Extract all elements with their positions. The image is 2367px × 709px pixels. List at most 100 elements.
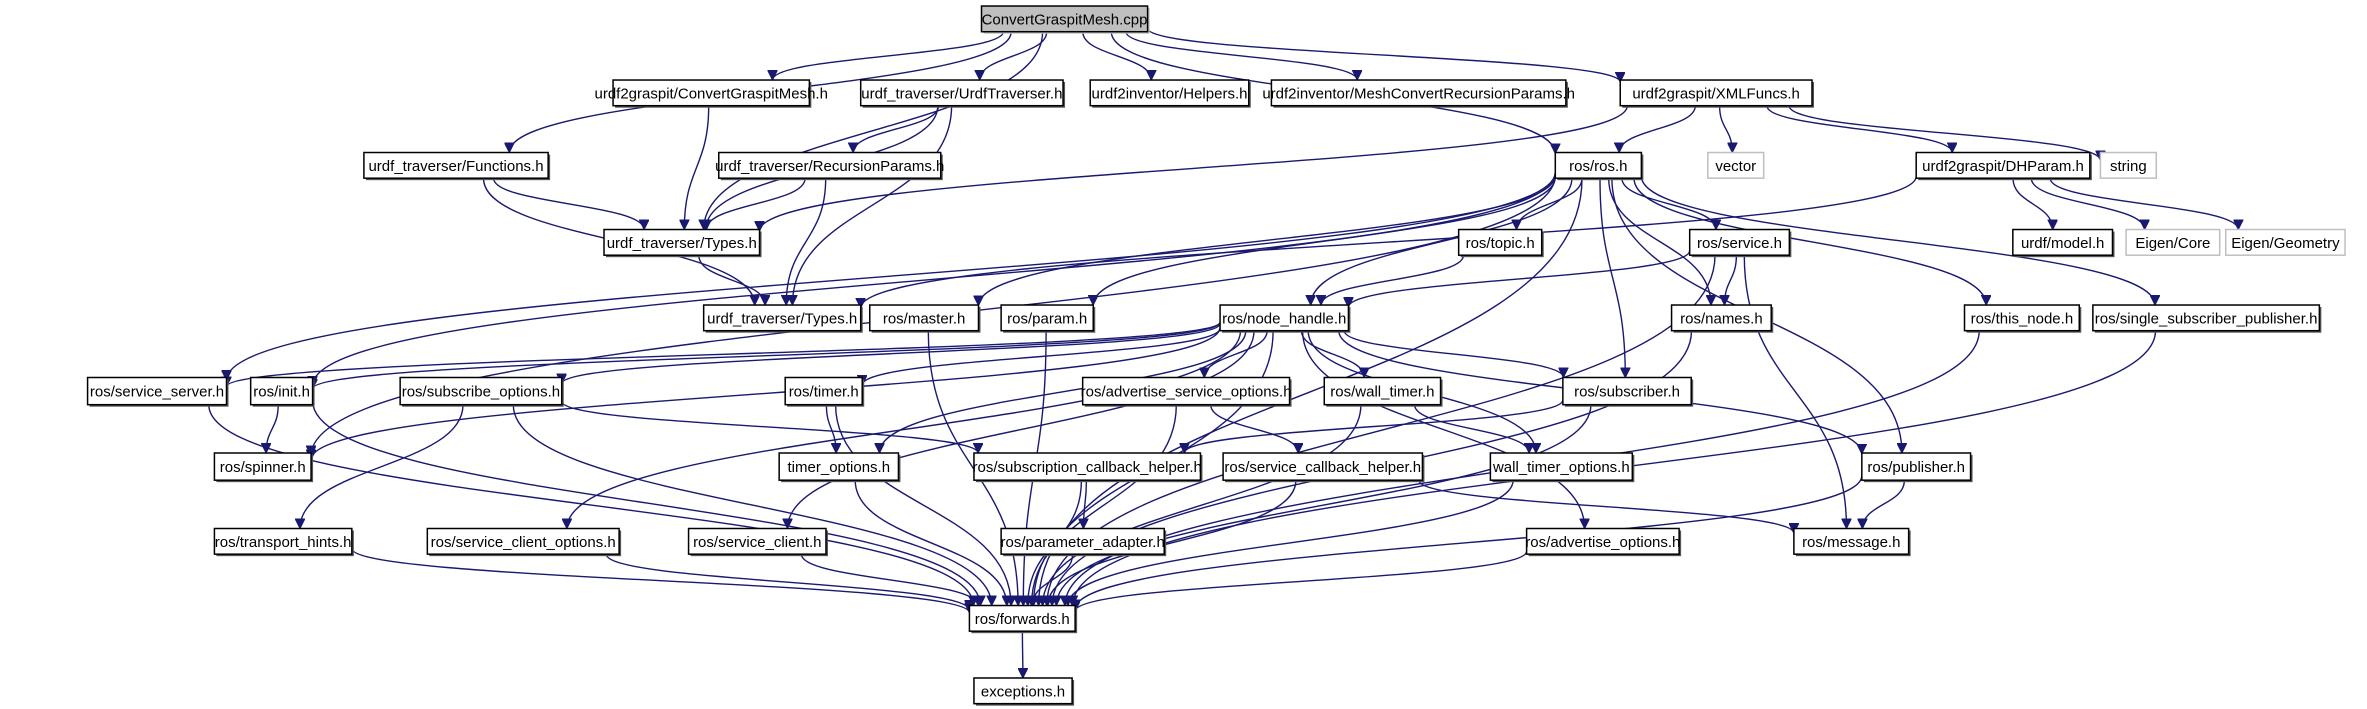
node-init[interactable]: ros/init.h (249, 376, 315, 407)
node-box (1089, 79, 1250, 107)
edge-walltimer-to-forwards (1043, 404, 1362, 606)
node-string[interactable]: string (2099, 151, 2158, 179)
edge-xmlfuncs-to-dhparam (1766, 105, 1952, 153)
node-box (1081, 376, 1291, 406)
node-box (702, 304, 862, 332)
node-label: vector (1715, 158, 1756, 175)
node-recparams[interactable]: urdf_traverser/RecursionParams.h (715, 151, 944, 181)
node-box (1222, 452, 1424, 481)
node-advsrvopts[interactable]: ros/advertise_service_options.h (1081, 376, 1292, 407)
node-service[interactable]: ros/service.h (1688, 228, 1792, 258)
node-label: ros/service_client_options.h (431, 534, 616, 551)
node-label: ros/wall_timer.h (1330, 384, 1434, 401)
edge-nodehandle-to-srvclientopts (567, 330, 1242, 529)
node-srvcbhelper[interactable]: ros/service_callback_helper.h (1222, 452, 1425, 483)
node-cpp[interactable]: ConvertGraspitMesh.cpp (980, 5, 1150, 34)
node-box (1619, 79, 1813, 107)
node-thisnode[interactable]: ros/this_node.h (1963, 304, 2082, 333)
node-exceptions[interactable]: exceptions.h (973, 677, 1075, 706)
node-box (2125, 228, 2221, 256)
node-label: string (2110, 158, 2147, 175)
node-master[interactable]: ros/master.h (869, 304, 981, 333)
node-forwards[interactable]: ros/forwards.h (968, 604, 1078, 634)
node-paramadapter[interactable]: ros/parameter_adapter.h (1000, 527, 1167, 557)
node-box (1219, 304, 1350, 332)
edge-timeropts-to-forwards (854, 480, 1007, 605)
edge-publisher-to-forwards (1075, 475, 1863, 610)
node-timeropts[interactable]: timer_options.h (778, 452, 901, 483)
node-box (1270, 79, 1567, 107)
edge-srvcbhelper-to-forwards (1048, 480, 1297, 605)
node-label: ConvertGraspitMesh.cpp (982, 11, 1148, 28)
node-srvclient[interactable]: ros/service_client.h (687, 527, 828, 557)
node-srvserver[interactable]: ros/service_server.h (86, 376, 229, 407)
node-label: ros/message.h (1802, 534, 1900, 551)
edge-cpp-to-urdftrav (980, 31, 1048, 81)
node-label: urdf_traverser/RecursionParams.h (715, 158, 944, 175)
node-walltimeropts[interactable]: wall_timer_options.h (1489, 452, 1635, 483)
node-label: ros/topic.h (1466, 235, 1535, 252)
node-urdftrav[interactable]: urdf_traverser/UrdfTraverser.h (859, 79, 1066, 108)
node-advopts[interactable]: ros/advertise_options.h (1525, 527, 1682, 557)
node-box (363, 151, 549, 179)
node-meshconv[interactable]: urdf2inventor/MeshConvertRecursionParams… (1262, 79, 1575, 108)
node-vector[interactable]: vector (1707, 151, 1765, 179)
edge-advsrvopts-to-forwards (1032, 404, 1177, 606)
node-label: wall_timer_options.h (1492, 459, 1630, 476)
node-transport[interactable]: ros/transport_hints.h (213, 527, 354, 557)
edge-subopts-to-subcbhelper (561, 400, 978, 454)
node-eigengeom[interactable]: Eigen/Geometry (2224, 228, 2346, 256)
node-box (718, 151, 942, 179)
node-srvclientopts[interactable]: ros/service_client_options.h (426, 527, 622, 557)
edge-subopts-to-transport (300, 404, 464, 529)
node-functions[interactable]: urdf_traverser/Functions.h (363, 151, 551, 181)
node-topic[interactable]: ros/topic.h (1457, 228, 1544, 258)
node-label: urdf2graspit/DHParam.h (1922, 158, 2084, 175)
node-types2[interactable]: urdf_traverser/Types.h (702, 304, 863, 333)
node-xmlfuncs[interactable]: urdf2graspit/XMLFuncs.h (1619, 79, 1814, 108)
edge-ros-to-srvserver (227, 172, 1556, 380)
node-urdfmodel[interactable]: urdf/model.h (2012, 228, 2115, 258)
node-label: timer_options.h (788, 459, 891, 476)
edge-urdftrav-to-recparams (853, 105, 940, 153)
node-subscriber[interactable]: ros/subscriber.h (1562, 376, 1694, 407)
node-param[interactable]: ros/param.h (1000, 304, 1096, 333)
node-message[interactable]: ros/message.h (1793, 527, 1911, 557)
node-names[interactable]: ros/names.h (1670, 304, 1774, 333)
edge-nodehandle-to-advopts (1301, 330, 1585, 529)
edge-nodehandle-to-walltimer (1300, 330, 1365, 378)
node-box (1000, 527, 1165, 555)
node-publisher[interactable]: ros/publisher.h (1861, 452, 1973, 483)
node-box (213, 452, 312, 481)
node-nodehandle[interactable]: ros/node_handle.h (1219, 304, 1351, 333)
node-box (1861, 452, 1972, 481)
node-box (86, 376, 228, 406)
node-walltimer[interactable]: ros/wall_timer.h (1323, 376, 1443, 407)
node-spinner[interactable]: ros/spinner.h (213, 452, 314, 483)
node-label: ros/subscriber.h (1574, 384, 1680, 401)
edge-timer-to-forwards (834, 404, 1012, 606)
node-cgm_h[interactable]: urdf2graspit/ConvertGraspitMesh.h (594, 79, 828, 108)
edge-subcbhelper-to-paramadapter (1083, 480, 1086, 528)
edge-recparams-to-types1 (706, 178, 806, 230)
edge-srvcbhelper-to-message (1418, 479, 1794, 534)
node-label: ros/node_handle.h (1222, 310, 1346, 327)
node-box (973, 677, 1073, 705)
node-box (1793, 527, 1910, 555)
node-box (1688, 228, 1791, 256)
node-subcbhelper[interactable]: ros/subscription_callback_helper.h (973, 452, 1203, 483)
node-types1[interactable]: urdf_traverser/Types.h (603, 228, 762, 258)
node-label: ros/ros.h (1569, 158, 1627, 175)
node-dhparam[interactable]: urdf2graspit/DHParam.h (1915, 151, 2092, 181)
edge-transport-to-forwards (351, 548, 970, 614)
node-label: urdf_traverser/Functions.h (368, 158, 543, 175)
node-ros[interactable]: ros/ros.h (1554, 151, 1644, 181)
edge-recparams-to-types2 (786, 178, 827, 305)
node-eigencore[interactable]: Eigen/Core (2125, 228, 2221, 256)
node-subopts[interactable]: ros/subscribe_options.h (399, 376, 564, 407)
node-timer[interactable]: ros/timer.h (784, 376, 865, 407)
node-helpers[interactable]: urdf2inventor/Helpers.h (1089, 79, 1251, 108)
node-box (612, 79, 811, 107)
edge-subscriber-to-subcbhelper (1184, 399, 1564, 454)
node-ssp[interactable]: ros/single_subscriber_publisher.h (2092, 304, 2322, 333)
